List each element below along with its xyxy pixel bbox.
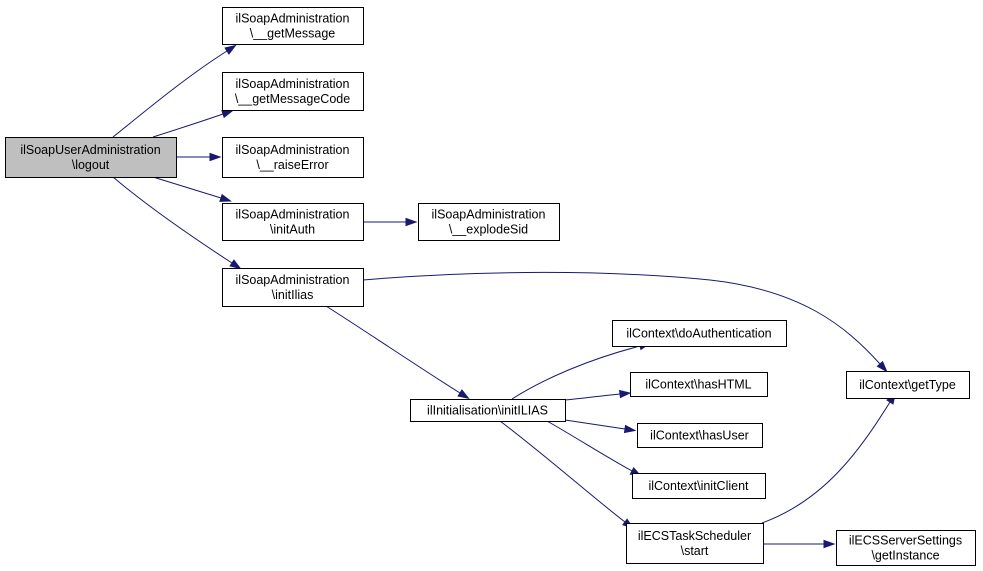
edge-initAuth-explodeSid [363, 217, 418, 227]
node-initIlias[interactable]: ilSoapAdministration\initIlias [222, 268, 364, 307]
node-label: ilContext\hasUser [650, 429, 749, 443]
node-box [222, 7, 364, 45]
node-box [222, 203, 364, 241]
arrowhead [229, 259, 242, 270]
node-initILIAS[interactable]: ilInitialisation\initILIAS [410, 399, 566, 422]
edge-line [546, 420, 633, 472]
edge-line [761, 401, 891, 524]
node-box [632, 473, 766, 499]
node-box [846, 371, 970, 399]
node-box [222, 137, 364, 178]
node-label: ilSoapAdministration [236, 273, 350, 287]
node-getInstance[interactable]: ilECSServerSettings\getInstance [836, 530, 976, 566]
arrowhead [405, 217, 418, 227]
node-label: ilSoapAdministration [236, 208, 350, 222]
node-initClient[interactable]: ilContext\initClient [632, 473, 766, 499]
edge-root-getMessage [112, 44, 237, 138]
node-getMessage[interactable]: ilSoapAdministration\__getMessage [222, 7, 364, 45]
edge-line [152, 113, 224, 138]
edges [112, 44, 897, 549]
node-label: ilSoapUserAdministration [20, 143, 160, 157]
arrowhead [209, 152, 222, 162]
node-box [5, 137, 177, 178]
node-box [418, 203, 560, 241]
edge-initIlias-initILIAS [325, 305, 470, 400]
node-explodeSid[interactable]: ilSoapAdministration\__explodeSid [418, 203, 560, 241]
node-hasHTML[interactable]: ilContext\hasHTML [630, 372, 768, 397]
node-root[interactable]: ilSoapUserAdministration\logout [5, 137, 177, 178]
node-label: ilECSTaskScheduler [638, 529, 751, 543]
edge-taskStart-getType [761, 392, 897, 524]
node-label: \initAuth [270, 223, 315, 237]
edge-root-initAuth [152, 176, 232, 202]
edge-root-initIlias [112, 176, 242, 270]
arrowhead [619, 389, 632, 399]
node-box [637, 423, 763, 448]
edge-taskStart-getInstance [763, 539, 836, 549]
edge-initILIAS-hasHTML [564, 389, 632, 401]
node-label: \__raiseError [256, 158, 328, 172]
edge-line [564, 393, 621, 401]
node-label: ilContext\getType [859, 378, 956, 392]
node-hasUser[interactable]: ilContext\hasUser [637, 423, 763, 448]
node-label: \initIlias [272, 288, 314, 302]
node-label: \start [681, 544, 709, 558]
edge-line [499, 420, 626, 523]
edge-initIlias-getType [362, 271, 888, 373]
arrowhead [876, 360, 888, 373]
edge-line [564, 419, 626, 430]
node-getType[interactable]: ilContext\getType [846, 371, 970, 399]
node-label: ilContext\hasHTML [645, 378, 751, 392]
node-label: ilECSServerSettings [849, 534, 962, 548]
node-label: ilSoapAdministration [432, 208, 546, 222]
edge-root-raiseError [176, 152, 222, 162]
node-initAuth[interactable]: ilSoapAdministration\initAuth [222, 203, 364, 241]
node-label: \getInstance [871, 549, 939, 563]
node-label: ilContext\initClient [648, 479, 749, 493]
node-label: \__explodeSid [449, 223, 528, 237]
node-doAuthentication[interactable]: ilContext\doAuthentication [612, 320, 787, 347]
edge-line [112, 50, 228, 138]
node-label: ilSoapAdministration [236, 143, 350, 157]
node-raiseError[interactable]: ilSoapAdministration\__raiseError [222, 137, 364, 178]
node-box [626, 523, 764, 564]
node-box [222, 72, 364, 111]
node-label: ilInitialisation\initILIAS [427, 404, 548, 418]
node-box [222, 268, 364, 307]
edge-root-getMessageCode [152, 110, 234, 138]
edge-initILIAS-doAuthentication [511, 342, 652, 400]
arrowhead [219, 193, 232, 202]
node-box [630, 372, 768, 397]
node-label: \logout [72, 158, 110, 172]
arrowhead [823, 539, 836, 549]
node-getMessageCode[interactable]: ilSoapAdministration\__getMessageCode [222, 72, 364, 111]
node-box [836, 530, 976, 566]
node-box [410, 399, 566, 422]
node-box [612, 320, 787, 347]
arrowhead [623, 424, 637, 434]
edge-line [152, 176, 222, 199]
edge-line [325, 305, 461, 394]
arrowhead [457, 389, 470, 400]
node-taskStart[interactable]: ilECSTaskScheduler\start [626, 523, 764, 564]
edge-line [362, 271, 881, 365]
arrowhead [221, 110, 234, 119]
node-label: \__getMessageCode [235, 92, 350, 106]
node-label: ilSoapAdministration [236, 12, 350, 26]
nodes: ilSoapUserAdministration\logout ilSoapAdm… [5, 7, 976, 566]
edge-line [112, 176, 233, 264]
edge-initILIAS-taskStart [499, 420, 635, 530]
node-label: ilSoapAdministration [236, 77, 350, 91]
node-label: ilContext\doAuthentication [626, 327, 771, 341]
arrowhead [224, 44, 237, 55]
node-label: \__getMessage [250, 27, 336, 41]
edge-initILIAS-hasUser [564, 419, 637, 434]
edge-line [511, 345, 641, 400]
